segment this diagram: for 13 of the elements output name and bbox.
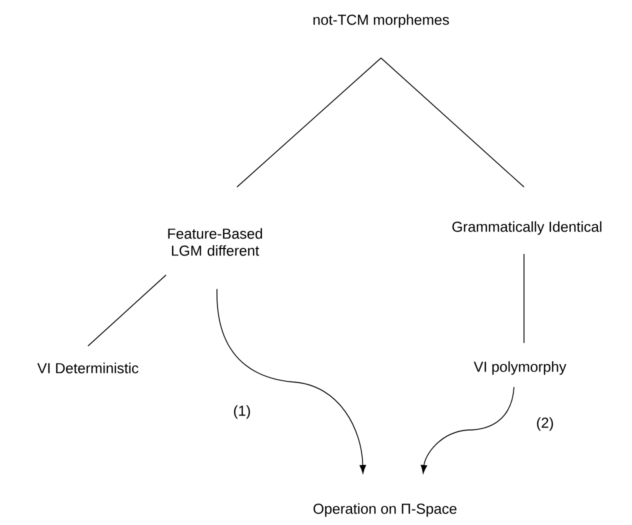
- edge-label: (1): [234, 405, 250, 419]
- branch-line: [380, 58, 524, 188]
- tree-label: Operation on Π-Space: [314, 503, 456, 517]
- branch-line: [236, 58, 382, 188]
- edge-label: (2): [537, 417, 553, 431]
- branch-line: [88, 274, 166, 346]
- tree-label: VI Deterministic: [37, 362, 138, 374]
- tree-label: not-TCM morphemes: [313, 14, 449, 28]
- curved-arrow: [420, 386, 514, 474]
- tree-label: Feature-Based LGM different: [168, 228, 262, 256]
- tree-label: Grammatically Identical: [452, 221, 602, 235]
- curved-arrow: [216, 288, 366, 474]
- tree-label: VI polymorphy: [474, 361, 566, 375]
